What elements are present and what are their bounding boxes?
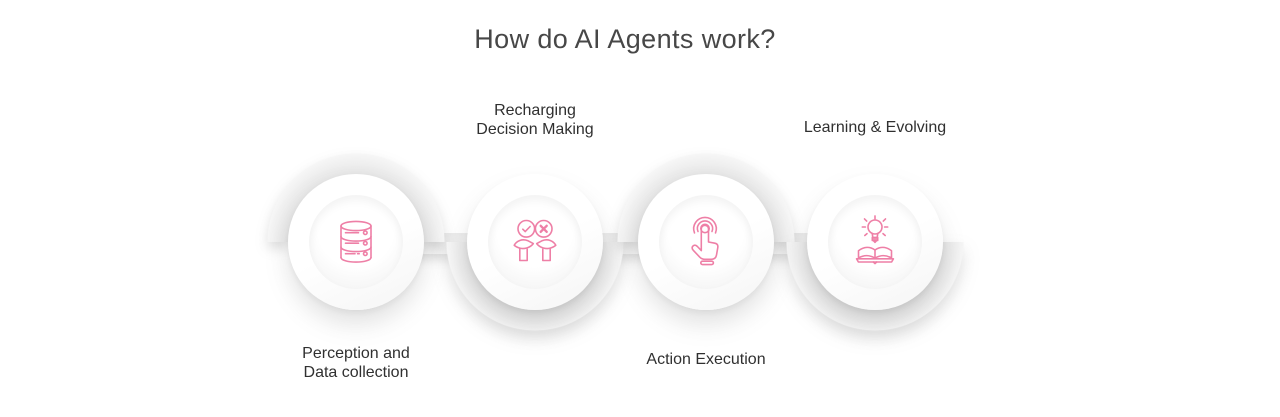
step-perception-and-data-collection: Perception and Data collection <box>246 0 466 417</box>
step-label: Action Execution <box>646 351 766 368</box>
step-action-execution: Action Execution <box>596 0 816 417</box>
page-title: How do AI Agents work? <box>474 24 776 54</box>
step-label: Perception and Data collection <box>302 345 410 381</box>
step-label: Learning & Evolving <box>803 119 947 136</box>
database-icon <box>328 214 384 270</box>
step-recharging-decision-making: Recharging Decision Making <box>425 0 645 417</box>
step-inner-circle <box>309 195 403 289</box>
step-label: Recharging Decision Making <box>476 102 594 138</box>
step-learning-and-evolving: Learning & Evolving <box>765 0 985 417</box>
step-inner-circle <box>488 195 582 289</box>
step-inner-circle <box>659 195 753 289</box>
hands-approve-reject-icon <box>507 214 563 270</box>
tap-gesture-icon <box>678 214 734 270</box>
lightbulb-book-icon <box>847 214 903 270</box>
